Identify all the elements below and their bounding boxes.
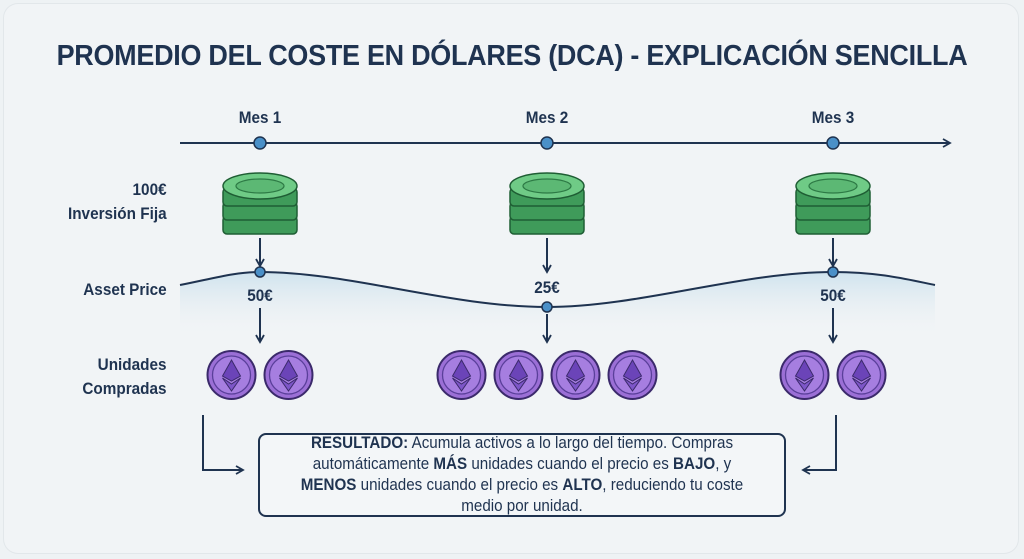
price-label-1: 50€: [247, 286, 273, 305]
result-text-part: unidades cuando el precio es: [467, 455, 674, 473]
ethereum-coin-icon: [206, 350, 257, 400]
result-bold-mas: MÁS: [433, 455, 468, 473]
month-label-2: Mes 2: [525, 108, 569, 127]
month-label-1: Mes 1: [238, 108, 282, 127]
left-flow-arrow: [202, 415, 245, 475]
result-bold-menos: MENOS: [300, 476, 357, 494]
ethereum-coin-icon: [263, 350, 314, 400]
result-text: RESULTADO: Acumula activos a lo largo de…: [286, 433, 757, 517]
result-text-part: , y: [715, 455, 732, 473]
right-flow-arrow: [801, 415, 837, 475]
result-text-part: , reduciendo tu coste medio por unidad.: [461, 476, 744, 515]
timeline-dot: [826, 136, 840, 150]
price-label-3: 50€: [820, 286, 846, 305]
result-box: RESULTADO: Acumula activos a lo largo de…: [258, 433, 786, 517]
timeline-dot: [540, 136, 554, 150]
timeline-dot: [253, 136, 267, 150]
price-label-2: 25€: [534, 278, 560, 297]
ethereum-coin-icon: [436, 350, 487, 400]
result-bold-alto: ALTO: [562, 476, 603, 494]
coin-stack-icon: [509, 172, 585, 235]
asset-price-label: Asset Price: [83, 280, 167, 299]
investment-amount: 100€: [132, 180, 167, 199]
investment-label: 100€ Inversión Fija: [68, 178, 167, 226]
price-dot: [254, 266, 266, 278]
units-label-line2: Compradas: [82, 379, 167, 398]
result-text-part: Acumula activos a lo largo del tiempo. C…: [312, 434, 734, 473]
coin-stack-icon: [222, 172, 298, 235]
month-label-3: Mes 3: [811, 108, 855, 127]
page-title: PROMEDIO DEL COSTE EN DÓLARES (DCA) - EX…: [56, 40, 968, 72]
price-dot: [541, 301, 553, 313]
ethereum-coin-icon: [550, 350, 601, 400]
ethereum-coin-icon: [493, 350, 544, 400]
ethereum-coin-icon: [836, 350, 887, 400]
units-label: Unidades Compradas: [83, 353, 167, 401]
ethereum-coin-icon: [779, 350, 830, 400]
ethereum-coin-icon: [607, 350, 658, 400]
price-wave-fill: [180, 272, 935, 335]
price-dot: [827, 266, 839, 278]
result-heading: RESULTADO:: [310, 434, 409, 452]
units-label-line1: Unidades: [98, 355, 167, 374]
result-bold-bajo: BAJO: [673, 455, 716, 473]
result-text-part: unidades cuando el precio es: [356, 476, 563, 494]
investment-text: Inversión Fija: [68, 204, 167, 223]
coin-stack-icon: [795, 172, 871, 235]
